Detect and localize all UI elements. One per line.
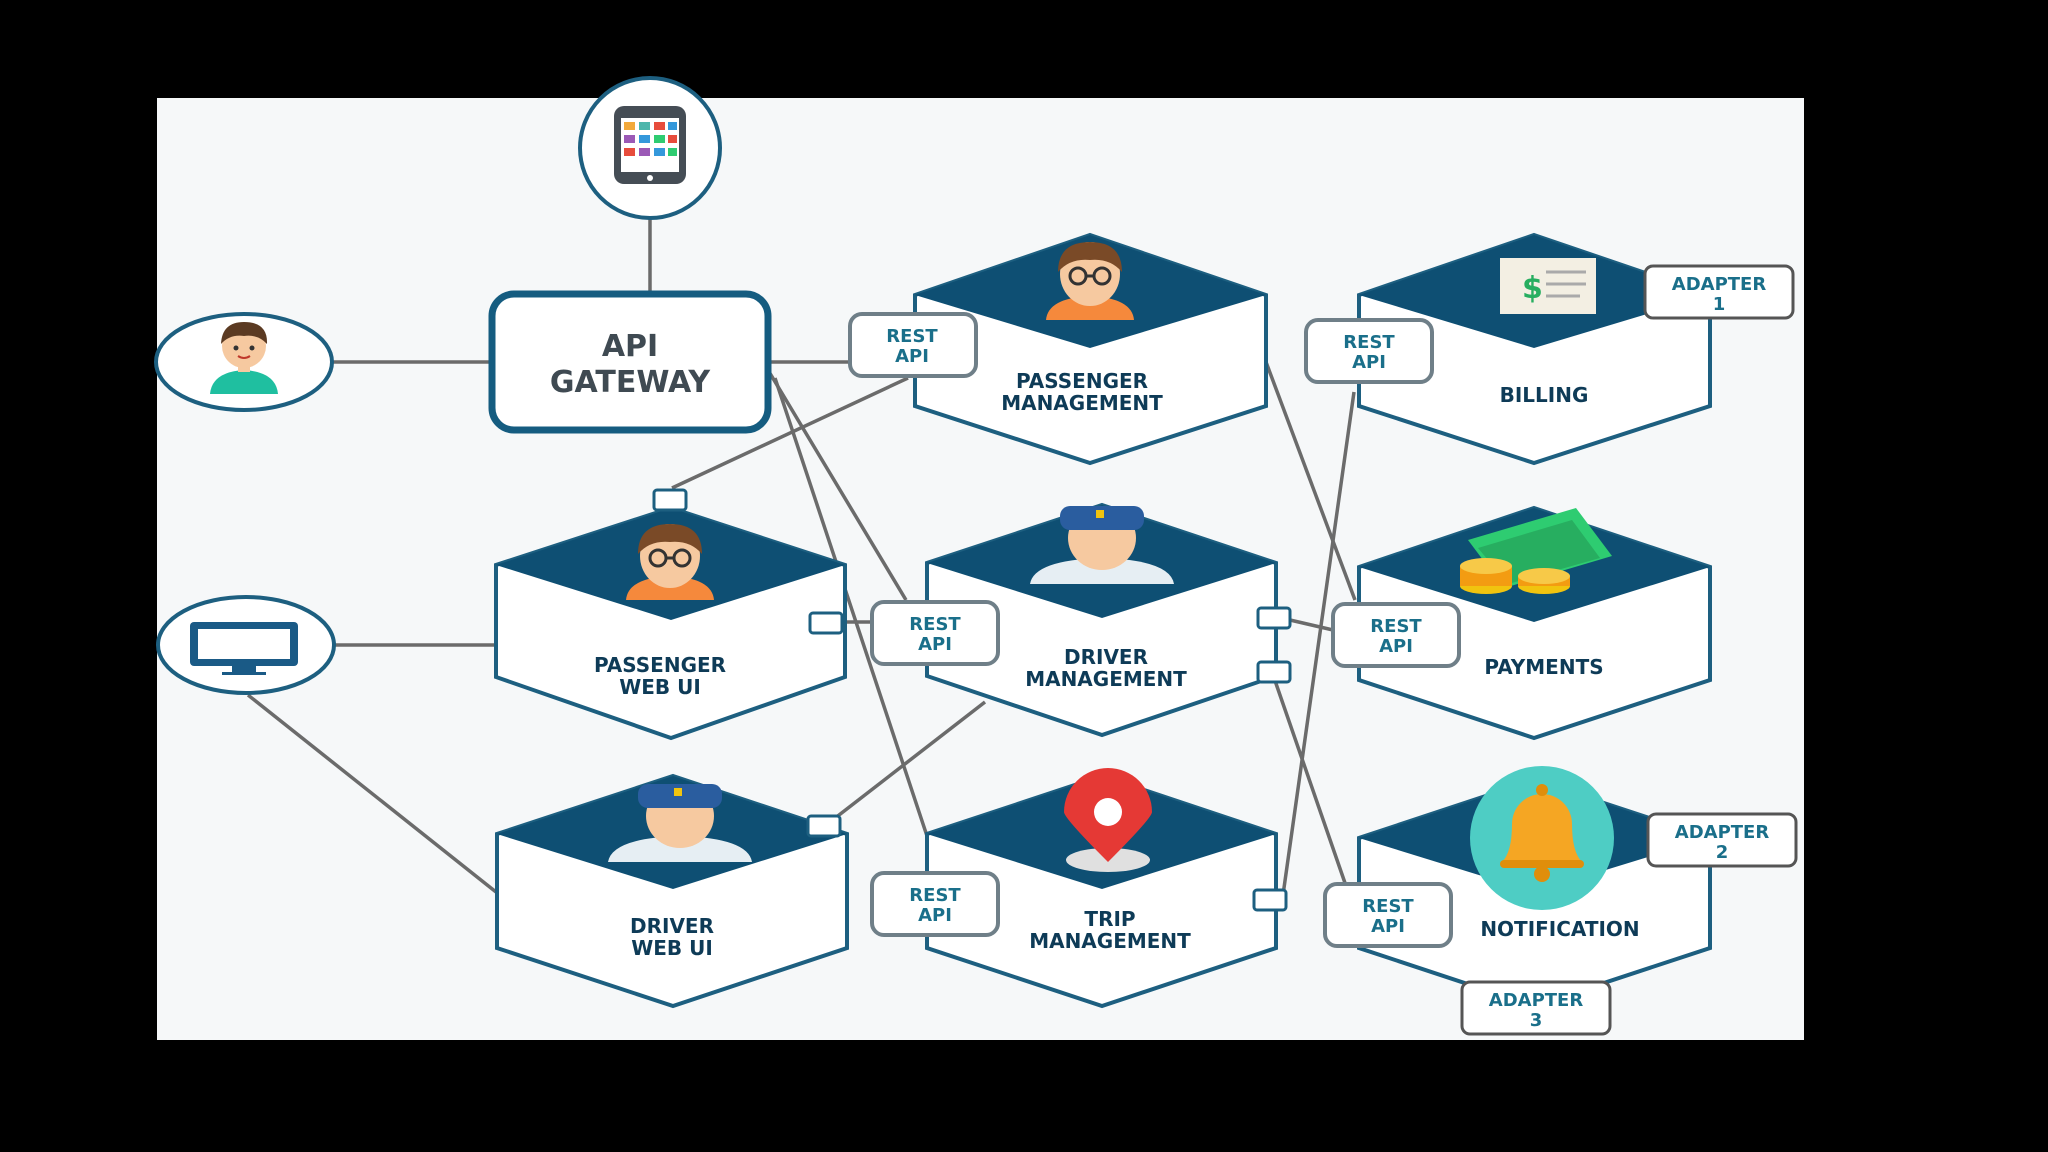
passenger-management-label-line1: PASSENGER	[1016, 369, 1148, 393]
adapter-2[interactable]: ADAPTER 2	[1646, 812, 1798, 868]
passenger-management-label-line2: MANAGEMENT	[1001, 391, 1163, 415]
api-gateway-label-line2: GATEWAY	[550, 365, 712, 400]
driver-management-label-line2: MANAGEMENT	[1025, 667, 1187, 691]
client-mobile[interactable]	[578, 76, 722, 220]
driver-icon	[608, 784, 752, 862]
service-driver-web-ui[interactable]: DRIVER WEB UI	[495, 773, 849, 1009]
rest-api-line1: REST	[1362, 896, 1414, 917]
user-avatar-icon	[210, 322, 278, 394]
rest-api-payments[interactable]: REST API	[1331, 602, 1461, 668]
rest-api-trip-management[interactable]: REST API	[870, 871, 1000, 937]
rest-api-line2: API	[1352, 352, 1386, 373]
client-user[interactable]	[154, 312, 334, 412]
rest-api-line1: REST	[1370, 616, 1422, 637]
adapter-1-line1: ADAPTER	[1672, 274, 1767, 295]
line-driver-mgmt-payments	[1289, 618, 1334, 632]
monitor-icon	[190, 622, 298, 675]
location-pin-icon	[1064, 768, 1152, 872]
adapter-3-line1: ADAPTER	[1489, 990, 1584, 1011]
client-desktop[interactable]	[156, 595, 336, 695]
rest-api-line1: REST	[886, 326, 938, 347]
mobile-phone-icon	[614, 106, 686, 184]
passenger-icon	[1046, 242, 1134, 320]
rest-api-line2: API	[918, 905, 952, 926]
line-passenger-mgmt-payments	[1264, 361, 1357, 601]
service-trip-management[interactable]: TRIP MANAGEMENT	[925, 768, 1278, 1009]
connector-lines	[246, 196, 1357, 896]
adapter-2-line2: 2	[1716, 842, 1729, 863]
trip-management-label-line2: MANAGEMENT	[1029, 929, 1191, 953]
line-driver-webui-driver-mgmt	[828, 700, 987, 824]
port-driver-mgmt-right-top	[1256, 606, 1292, 630]
api-gateway[interactable]: API GATEWAY	[488, 290, 772, 434]
rest-api-notification[interactable]: REST API	[1323, 882, 1453, 948]
rest-api-line1: REST	[909, 614, 961, 635]
adapter-3-line2: 3	[1530, 1010, 1543, 1031]
service-driver-management[interactable]: DRIVER MANAGEMENT	[925, 502, 1278, 738]
passenger-icon	[626, 524, 714, 600]
adapter-3[interactable]: ADAPTER 3	[1460, 980, 1612, 1036]
rest-api-line2: API	[918, 634, 952, 655]
adapter-1[interactable]: ADAPTER 1	[1643, 264, 1795, 320]
line-gateway-driver-mgmt	[766, 369, 908, 601]
rest-api-billing[interactable]: REST API	[1304, 318, 1434, 384]
port-passenger-webui-top	[652, 488, 688, 512]
adapter-1-line2: 1	[1713, 294, 1726, 315]
notification-label: NOTIFICATION	[1480, 917, 1639, 941]
money-icon	[1460, 508, 1612, 594]
rest-api-line2: API	[1371, 916, 1405, 937]
service-billing[interactable]: $ BILLING	[1357, 232, 1712, 466]
bell-icon	[1470, 766, 1614, 910]
line-driver-mgmt-notification	[1270, 671, 1347, 884]
trip-management-label-line1: TRIP	[1084, 907, 1135, 931]
svg-text:$: $	[1522, 271, 1543, 306]
driver-management-label-line1: DRIVER	[1064, 645, 1148, 669]
rest-api-line1: REST	[909, 885, 961, 906]
rest-api-line1: REST	[1343, 332, 1395, 353]
port-squares	[652, 488, 1292, 912]
port-trip-mgmt-right	[1252, 888, 1288, 912]
line-passenger-webui-passenger-mgmt	[671, 376, 909, 490]
port-passenger-webui-right	[808, 611, 844, 635]
passenger-web-ui-label-line1: PASSENGER	[594, 653, 726, 677]
rest-api-line2: API	[895, 346, 929, 367]
passenger-web-ui-label-line2: WEB UI	[619, 675, 701, 699]
line-desktop-driver-webui	[246, 693, 498, 894]
service-passenger-management[interactable]: PASSENGER MANAGEMENT	[913, 232, 1268, 466]
line-gateway-trip-mgmt	[773, 377, 932, 846]
service-payments[interactable]: PAYMENTS	[1357, 505, 1712, 741]
driver-web-ui-label-line1: DRIVER	[630, 914, 714, 938]
rest-api-driver-management[interactable]: REST API	[870, 600, 1000, 666]
port-driver-mgmt-right-bottom	[1256, 660, 1292, 684]
driver-icon	[1030, 506, 1174, 584]
line-billing-trip	[1281, 391, 1356, 896]
rest-api-passenger-management[interactable]: REST API	[848, 312, 978, 378]
api-gateway-label-line1: API	[602, 329, 658, 364]
billing-label: BILLING	[1500, 383, 1589, 407]
payments-label: PAYMENTS	[1484, 655, 1603, 679]
port-driver-webui-right	[806, 814, 842, 838]
driver-web-ui-label-line2: WEB UI	[631, 936, 713, 960]
service-passenger-web-ui[interactable]: PASSENGER WEB UI	[494, 505, 847, 741]
invoice-icon: $	[1500, 258, 1596, 314]
rest-api-line2: API	[1379, 636, 1413, 657]
adapter-2-line1: ADAPTER	[1675, 822, 1770, 843]
